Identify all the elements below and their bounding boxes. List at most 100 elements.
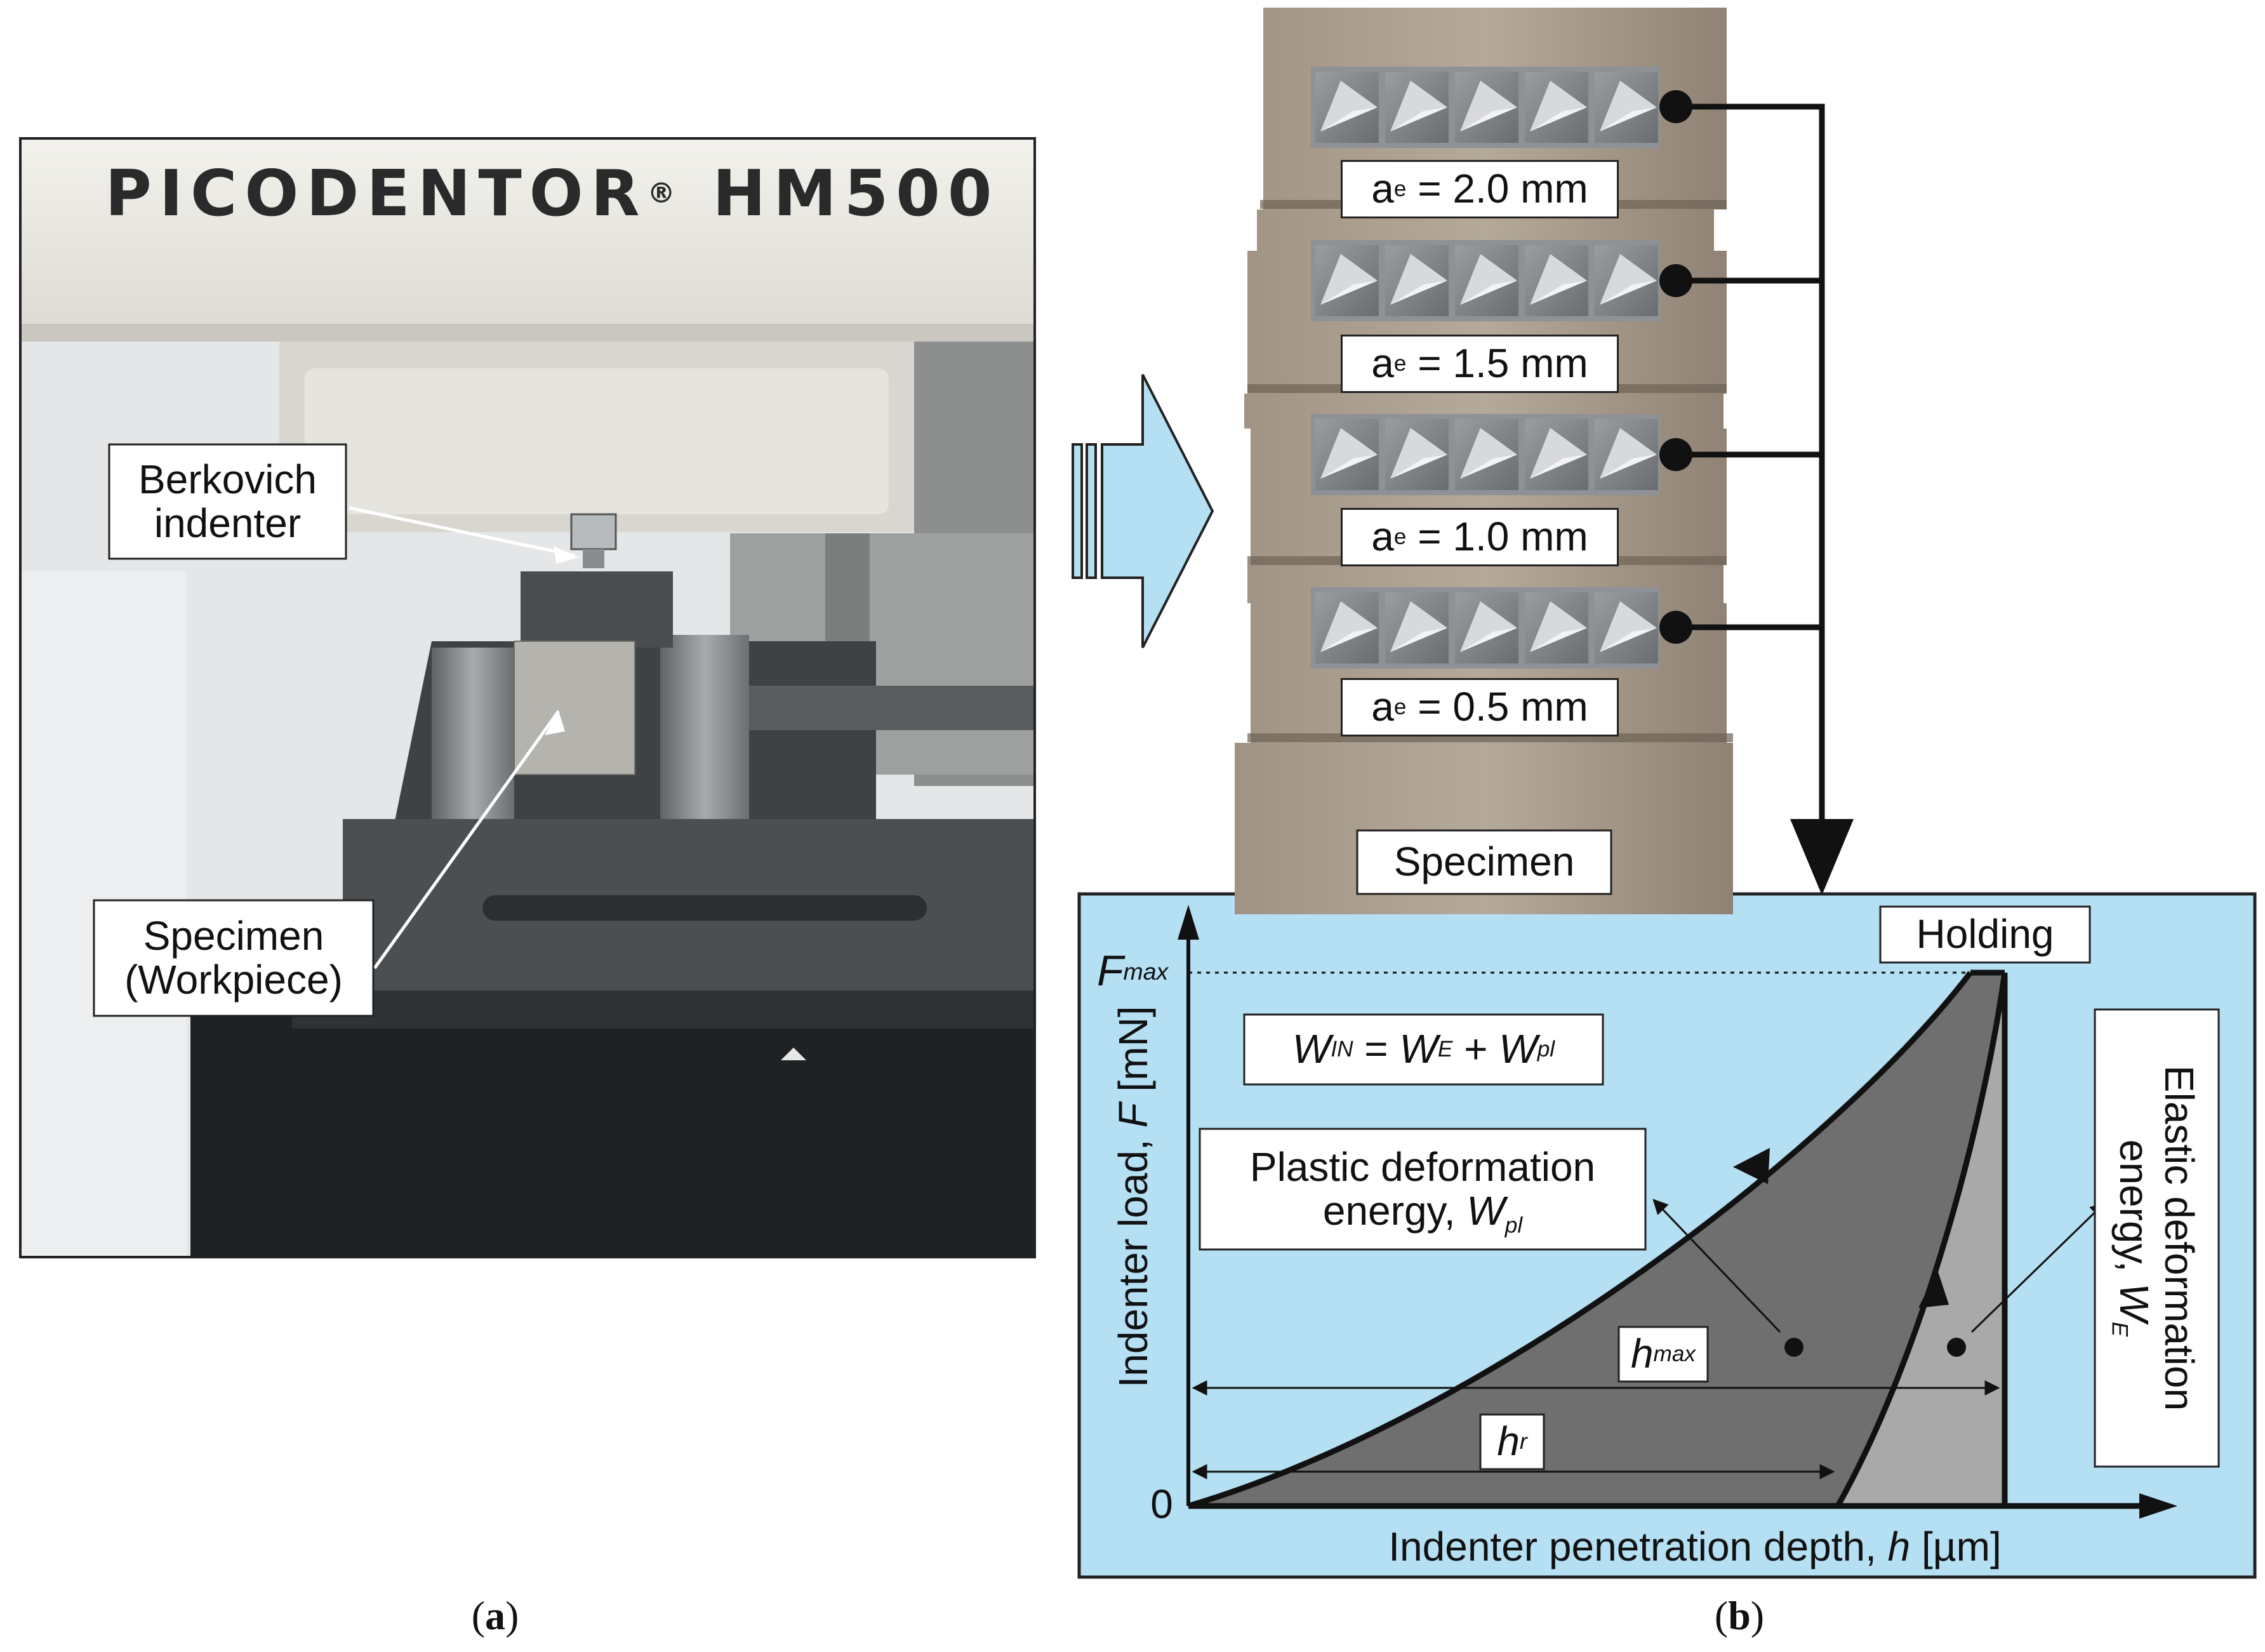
plastic-dot xyxy=(1784,1338,1803,1357)
connector-arrowhead xyxy=(1790,819,1854,895)
berkovich-indent xyxy=(1320,254,1378,305)
indent-facet xyxy=(1600,107,1657,131)
berkovich-indent xyxy=(1320,81,1378,131)
specimen-workpiece-line2: (Workpiece) xyxy=(124,957,343,1003)
brand-registered: ® xyxy=(647,177,683,210)
hr-box xyxy=(1479,1413,1545,1470)
berkovich-indent xyxy=(1600,428,1657,479)
indent-rows xyxy=(1311,67,1660,669)
x-axis-arrowhead xyxy=(2139,1493,2177,1519)
indent-facet xyxy=(1530,281,1587,305)
specimen-workpiece-label: Specimen (Workpiece) xyxy=(94,900,373,1016)
brand-text-1: PICODENTOR xyxy=(105,156,648,230)
y-axis-arrowhead xyxy=(1178,905,1199,940)
indenter-label-line1: Berkovich xyxy=(138,456,317,502)
berkovich-indent xyxy=(1460,428,1517,479)
eq-w-in: W xyxy=(1292,1026,1331,1072)
indenter-label-line2: indenter xyxy=(154,500,302,546)
equation-box xyxy=(1243,1013,1604,1086)
indent-facet xyxy=(1600,455,1657,479)
plastic-sub: pl xyxy=(1504,1213,1523,1238)
hmax-h: h xyxy=(1630,1331,1654,1377)
elastic-pointer xyxy=(1970,1202,2106,1333)
indent-facet xyxy=(1390,281,1447,305)
loading-curve xyxy=(1187,971,1973,1509)
berkovich-indent xyxy=(1530,601,1587,652)
indent-facet xyxy=(1320,281,1378,305)
holding-box xyxy=(1879,905,2091,964)
connector-lines xyxy=(1676,103,1825,857)
specimen-workpiece-line1: Specimen xyxy=(143,912,324,959)
y-axis-var: F xyxy=(1110,1103,1156,1128)
berkovich-indent xyxy=(1600,81,1657,131)
caption-b-letter: b xyxy=(1728,1593,1751,1639)
berkovich-indent xyxy=(1460,601,1517,652)
berkovich-indent xyxy=(1460,254,1517,305)
loading-arrowhead xyxy=(1733,1148,1770,1184)
indent-facet xyxy=(1600,281,1657,305)
indent-facet xyxy=(1530,455,1587,479)
x-axis-unit: [µm] xyxy=(1910,1524,2002,1570)
x-axis-text: Indenter penetration depth, xyxy=(1388,1524,1888,1570)
plastic-energy-word: energy, xyxy=(1322,1188,1467,1234)
ae-a: a xyxy=(1371,340,1394,387)
indent-facet xyxy=(1460,281,1517,305)
specimen-label: Specimen xyxy=(1393,839,1575,885)
specimen-workpiece-box xyxy=(93,899,375,1017)
berkovich-indent xyxy=(1530,81,1587,131)
elastic-energy-region xyxy=(1838,973,2005,1506)
indent-facet xyxy=(1390,455,1447,479)
elastic-energy-label: Elastic deformation energy, WE xyxy=(2095,1009,2219,1467)
hmax-box xyxy=(1617,1326,1709,1383)
fmax-f: F xyxy=(1097,947,1124,996)
unloading-arrowhead xyxy=(1918,1270,1949,1308)
ae-value: = 2.0 mm xyxy=(1406,166,1588,212)
indent-facet xyxy=(1390,107,1447,131)
eq-w-e: W xyxy=(1399,1026,1438,1072)
plastic-pointer xyxy=(1652,1199,1781,1333)
elastic-w: W xyxy=(2111,1283,2158,1322)
ae-value: = 0.5 mm xyxy=(1406,684,1588,730)
connector-dots xyxy=(1659,90,1692,644)
eq-plus: + xyxy=(1452,1026,1499,1072)
ae-value: = 1.0 mm xyxy=(1406,514,1588,560)
direction-arrow xyxy=(1072,374,1214,648)
berkovich-indent xyxy=(1600,254,1657,305)
y-axis-text: Indenter load, xyxy=(1110,1128,1156,1388)
plastic-line2: energy, Wpl xyxy=(1322,1188,1522,1236)
elastic-dot xyxy=(1947,1338,1966,1357)
plastic-w: W xyxy=(1466,1188,1505,1234)
berkovich-indent xyxy=(1460,81,1517,131)
indent-facet xyxy=(1320,455,1378,479)
berkovich-indent xyxy=(1320,428,1378,479)
elastic-box xyxy=(2094,1008,2220,1468)
berkovich-indent xyxy=(1320,601,1378,652)
plastic-box xyxy=(1199,1128,1647,1251)
hr-h: h xyxy=(1497,1418,1520,1465)
indenter-label: Berkovich indenter xyxy=(109,444,346,559)
photo-panel xyxy=(19,137,1036,1258)
elastic-energy-word: energy, xyxy=(2111,1139,2158,1284)
origin-zero: 0 xyxy=(1150,1481,1173,1528)
elastic-line1: Elastic deformation xyxy=(2156,1065,2202,1411)
eq-equals: = xyxy=(1353,1026,1400,1072)
ae-a: a xyxy=(1371,514,1394,560)
eq-w-pl: W xyxy=(1499,1026,1538,1072)
y-axis-unit: [mN] xyxy=(1110,1006,1156,1103)
ae-a: a xyxy=(1371,684,1394,730)
berkovich-indent xyxy=(1530,254,1587,305)
x-axis-var: h xyxy=(1887,1524,1911,1570)
elastic-line2: energy, WE xyxy=(2108,1139,2158,1336)
brand-logo: PICODENTOR® HM500 xyxy=(102,159,1003,229)
indent-facet xyxy=(1600,628,1657,652)
berkovich-indent xyxy=(1600,601,1657,652)
caption-a: (a) xyxy=(471,1593,519,1639)
berkovich-indent xyxy=(1390,428,1447,479)
indent-facet xyxy=(1320,107,1378,131)
